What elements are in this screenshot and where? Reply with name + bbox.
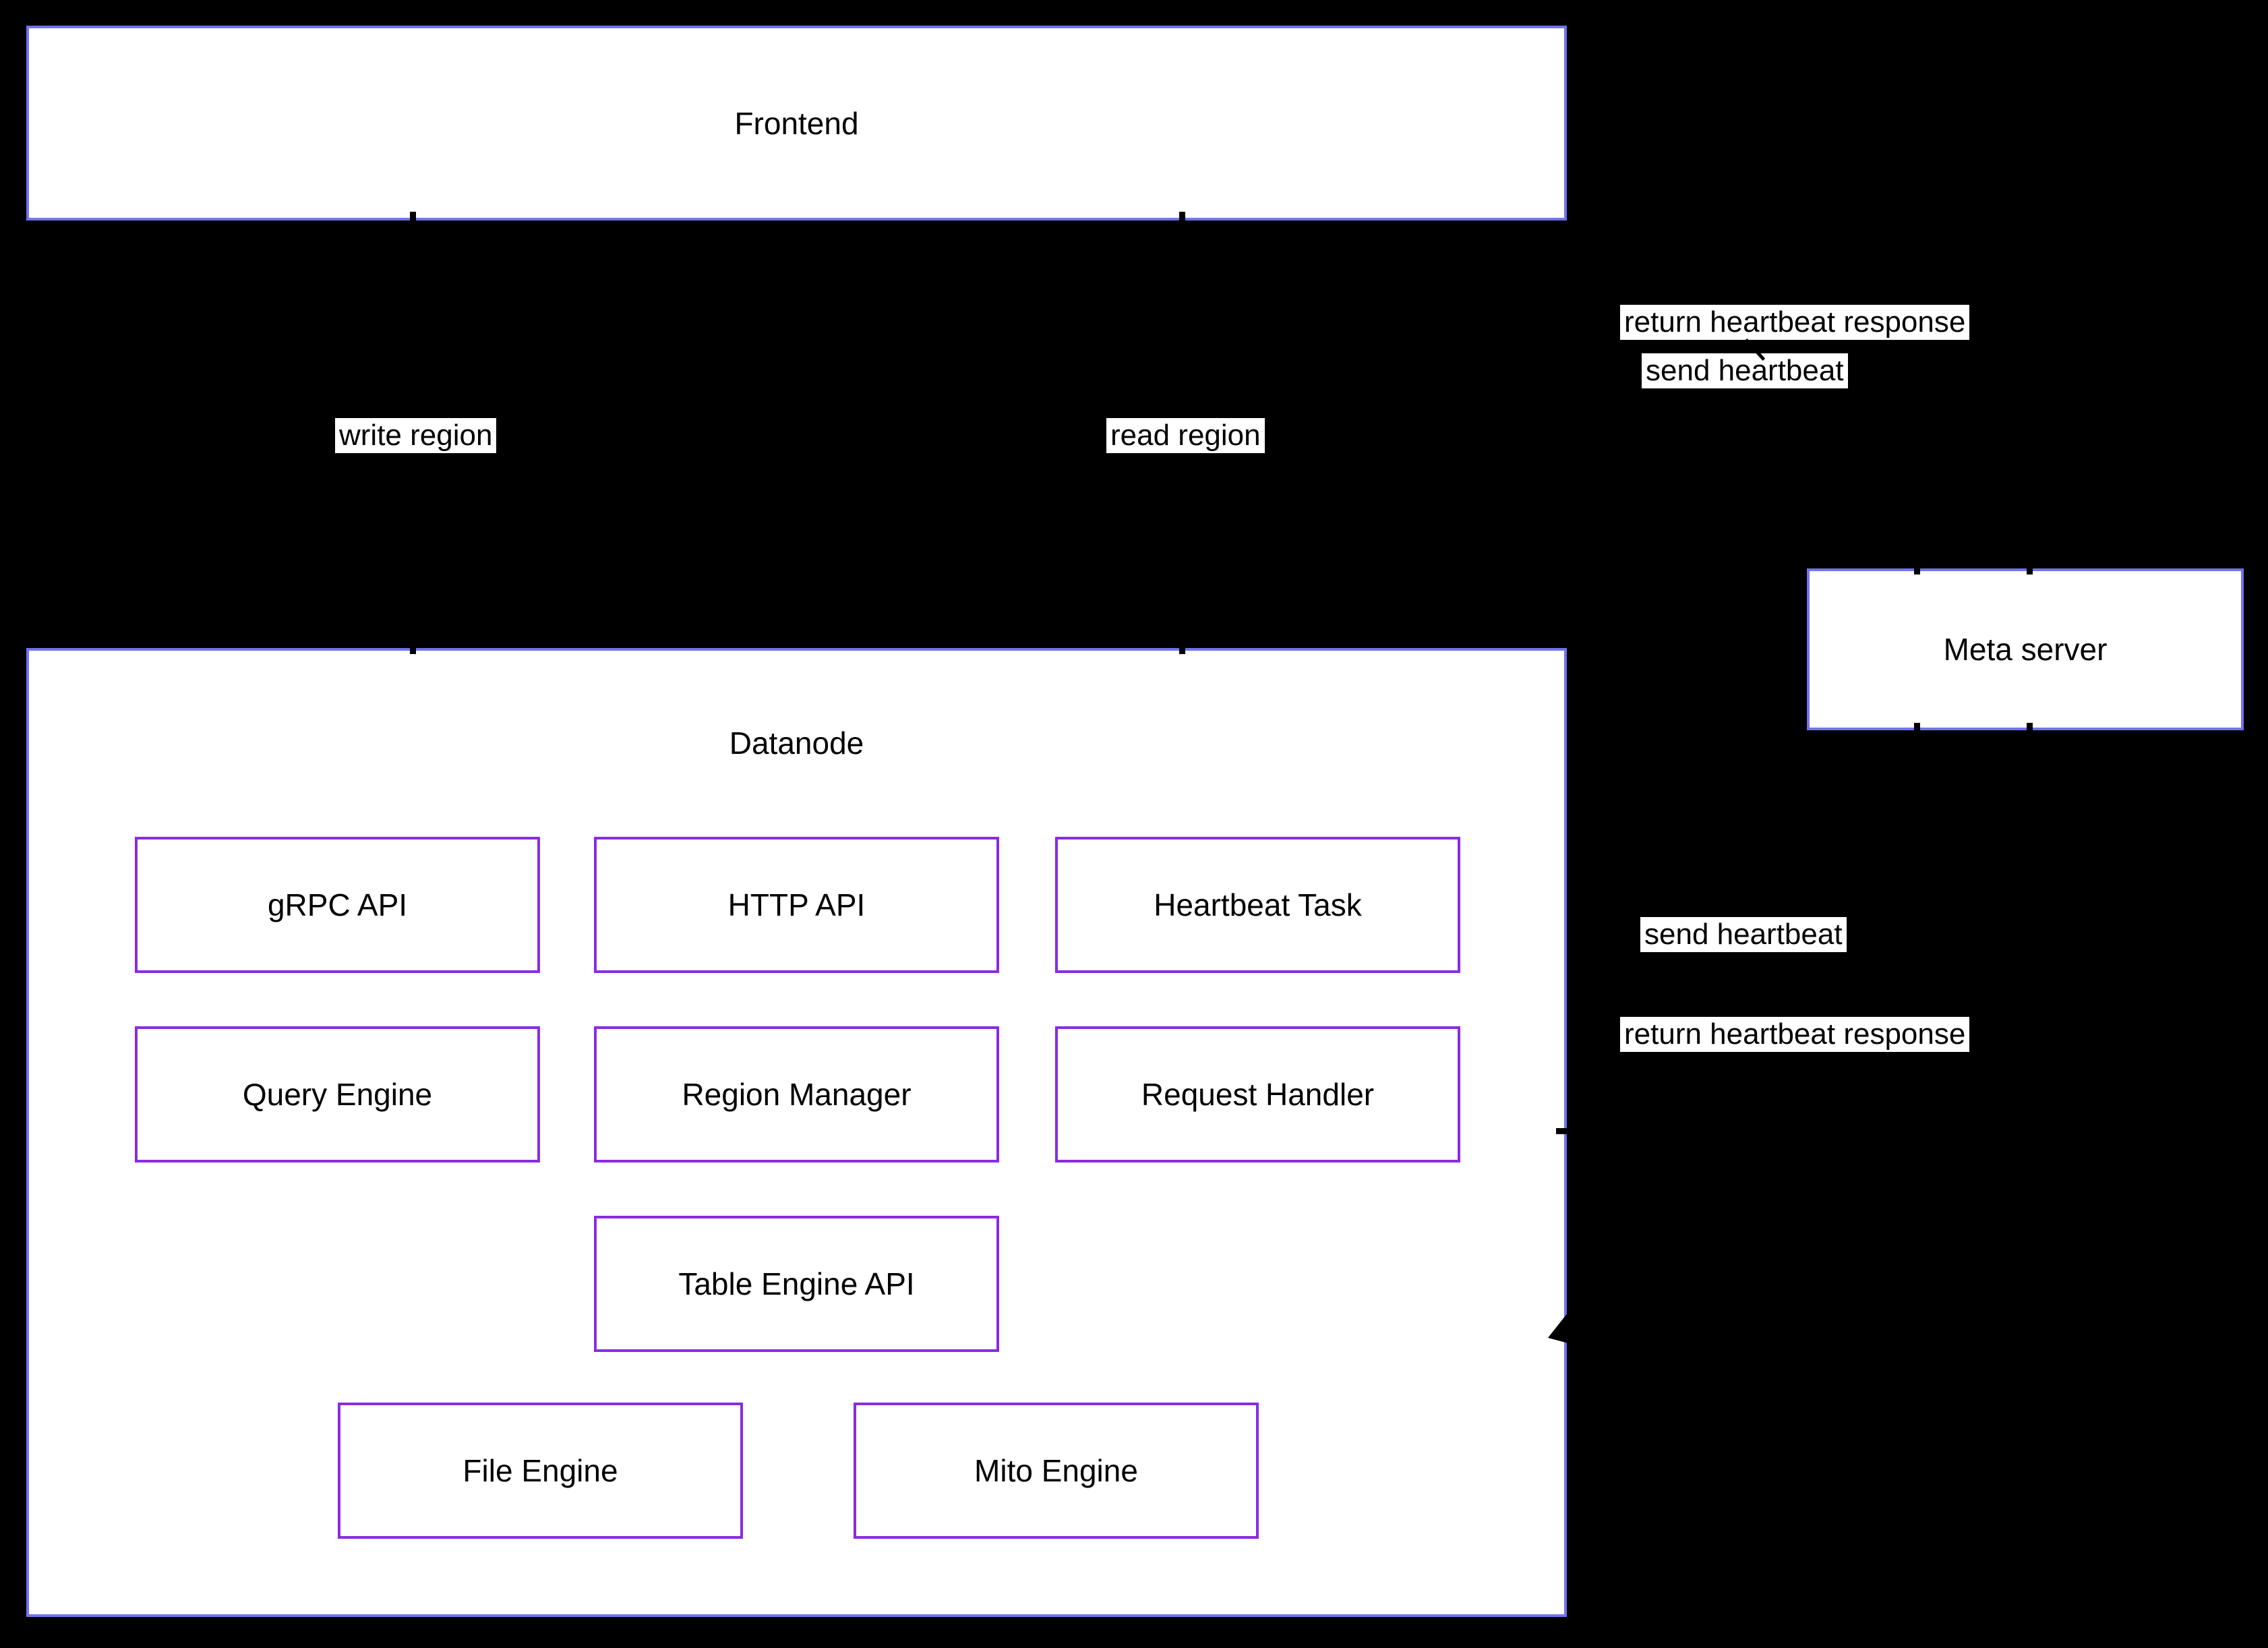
component-heartbeat-task: Heartbeat Task — [1055, 837, 1460, 973]
arrow-tick — [410, 212, 416, 224]
component-mito-engine: Mito Engine — [854, 1403, 1259, 1539]
meta-server-box: Meta server — [1807, 568, 2244, 730]
component-label: Heartbeat Task — [1154, 887, 1362, 922]
component-label: Query Engine — [242, 1077, 433, 1112]
frontend-label: Frontend — [734, 105, 859, 141]
component-request-handler: Request Handler — [1055, 1026, 1460, 1163]
component-query-engine: Query Engine — [135, 1026, 540, 1163]
component-http-api: HTTP API — [594, 837, 999, 973]
arrow-tick — [1914, 562, 1920, 575]
arrowhead-icon — [1548, 1312, 1568, 1343]
arrow-tick — [1914, 723, 1920, 735]
meta-server-label: Meta server — [1943, 632, 2108, 667]
component-label: File Engine — [462, 1453, 618, 1488]
component-grpc-api: gRPC API — [135, 837, 540, 973]
frontend-box: Frontend — [26, 26, 1567, 220]
component-label: HTTP API — [727, 887, 866, 922]
arrow-tick — [1179, 212, 1185, 224]
component-file-engine: File Engine — [338, 1403, 743, 1539]
component-label: gRPC API — [267, 887, 408, 922]
datanode-label: Datanode — [729, 726, 864, 761]
edge-label-send-heartbeat-top: send heartbeat — [1642, 353, 1848, 388]
component-label: Mito Engine — [974, 1453, 1138, 1488]
arrow-tick — [1179, 642, 1185, 654]
edge-label-return-heartbeat-response-top: return heartbeat response — [1620, 305, 1970, 340]
component-label: Region Manager — [682, 1077, 912, 1112]
arrow-tick — [1556, 1128, 1568, 1134]
arrow-tick — [2027, 723, 2033, 735]
arrow-tick — [2027, 562, 2033, 575]
edge-label-read-region: read region — [1106, 418, 1265, 453]
edge-label-send-heartbeat-mid: send heartbeat — [1640, 917, 1847, 952]
component-region-manager: Region Manager — [594, 1026, 999, 1163]
arrow-tick — [410, 642, 416, 654]
edge-label-return-heartbeat-response-mid: return heartbeat response — [1620, 1017, 1970, 1052]
component-table-engine-api: Table Engine API — [594, 1216, 999, 1352]
component-label: Table Engine API — [678, 1266, 915, 1301]
component-label: Request Handler — [1141, 1077, 1375, 1112]
edge-label-write-region: write region — [335, 418, 497, 453]
